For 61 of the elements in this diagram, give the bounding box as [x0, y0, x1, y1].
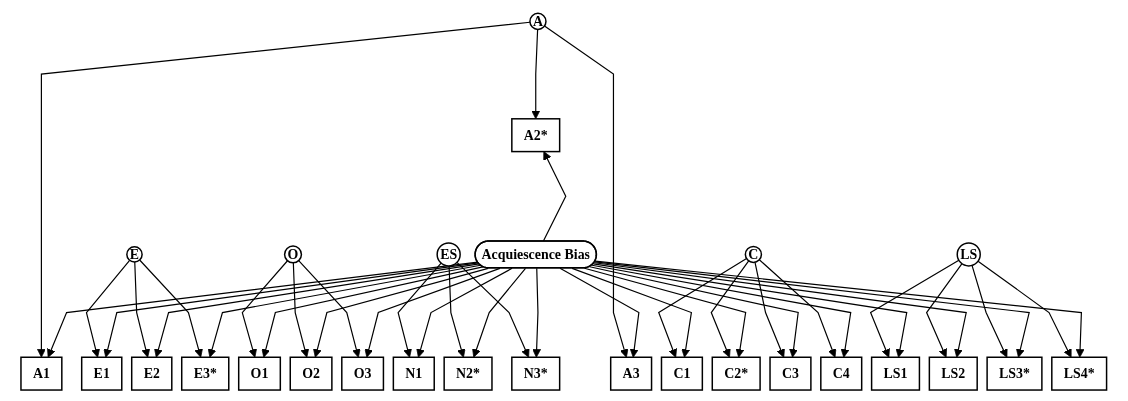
arrow [531, 28, 541, 120]
node-box: O2 [289, 356, 333, 391]
arrow [139, 259, 204, 358]
arrow [364, 267, 501, 358]
arrow [542, 151, 567, 243]
arrow [532, 267, 542, 358]
arrow [571, 267, 693, 358]
node-box: N2* [443, 356, 493, 391]
arrow [448, 265, 466, 358]
node-circle: LS [956, 242, 982, 267]
arrow [584, 267, 747, 358]
arrow [870, 259, 960, 358]
node-box: A3 [610, 356, 653, 391]
node-box: C3 [769, 356, 812, 391]
arrow [758, 259, 837, 358]
arrow [754, 261, 786, 358]
arrow [86, 259, 131, 358]
arrow [456, 261, 530, 358]
arrow [134, 261, 151, 358]
arrow [397, 262, 442, 358]
arrow [241, 260, 289, 358]
arrow [926, 263, 963, 358]
arrow [593, 263, 908, 358]
arrow [710, 260, 750, 358]
arrow [977, 260, 1072, 358]
arrow [593, 262, 968, 358]
node-box: LS2 [928, 356, 979, 391]
node-circle: O [284, 245, 303, 264]
node-box: LS3* [986, 356, 1043, 391]
node-box: N1 [392, 356, 436, 391]
node-box: C2* [711, 356, 762, 391]
arrow [589, 266, 800, 358]
node-box: C1 [660, 356, 704, 391]
node-circle: C [744, 245, 763, 264]
arrow [298, 260, 361, 358]
arrow [472, 267, 527, 358]
node-box: E2 [131, 356, 173, 391]
node-box: O1 [238, 356, 282, 391]
node-box: E3* [181, 356, 230, 391]
node-circle: ES [436, 242, 462, 267]
node-box: N3* [511, 356, 561, 391]
arrow [416, 267, 513, 358]
arrow [559, 267, 640, 358]
node-box: LS1 [871, 356, 921, 391]
arrow [591, 264, 852, 358]
node-circle: A [529, 12, 547, 31]
arrow [313, 267, 489, 358]
node-box: C4 [820, 356, 863, 391]
arrow [261, 266, 484, 358]
node-box: A1 [20, 356, 63, 391]
arrow [971, 264, 1008, 358]
node-box: E1 [81, 356, 123, 391]
arrow [292, 262, 310, 358]
node-box: A2* [511, 118, 561, 153]
node-box: O3 [341, 356, 385, 391]
node-circle: E [126, 246, 144, 263]
arrow [544, 25, 629, 358]
node-box: LS4* [1051, 356, 1108, 391]
arrow [208, 264, 482, 358]
arrow [658, 258, 748, 358]
arrow [37, 21, 531, 358]
